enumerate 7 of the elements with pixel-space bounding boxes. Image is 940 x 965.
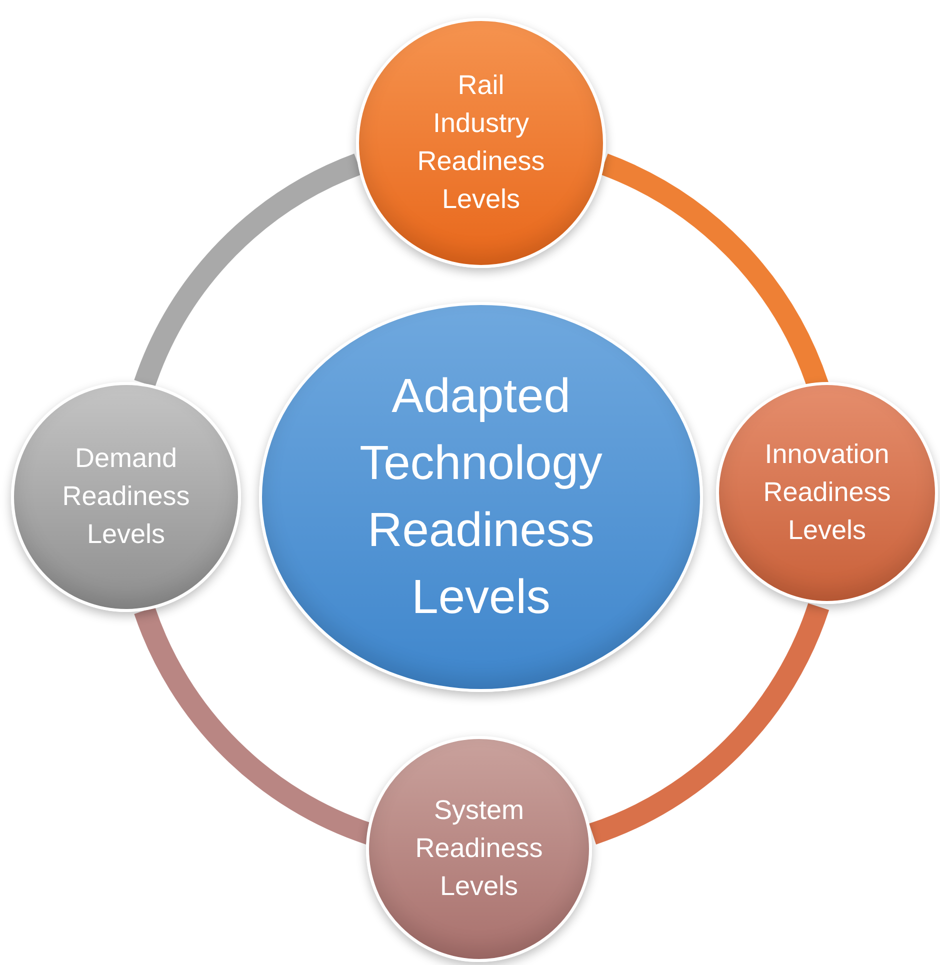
node-label: Adapted Technology Readiness Levels xyxy=(358,368,604,626)
node-label: Innovation Readiness Levels xyxy=(762,438,892,547)
ring-arc xyxy=(134,154,362,388)
node-label: System Readiness Levels xyxy=(414,794,544,903)
node-label: Rail Industry Readiness Levels xyxy=(416,69,546,216)
node-label: Demand Readiness Levels xyxy=(61,442,191,551)
ring-arc xyxy=(588,602,829,844)
